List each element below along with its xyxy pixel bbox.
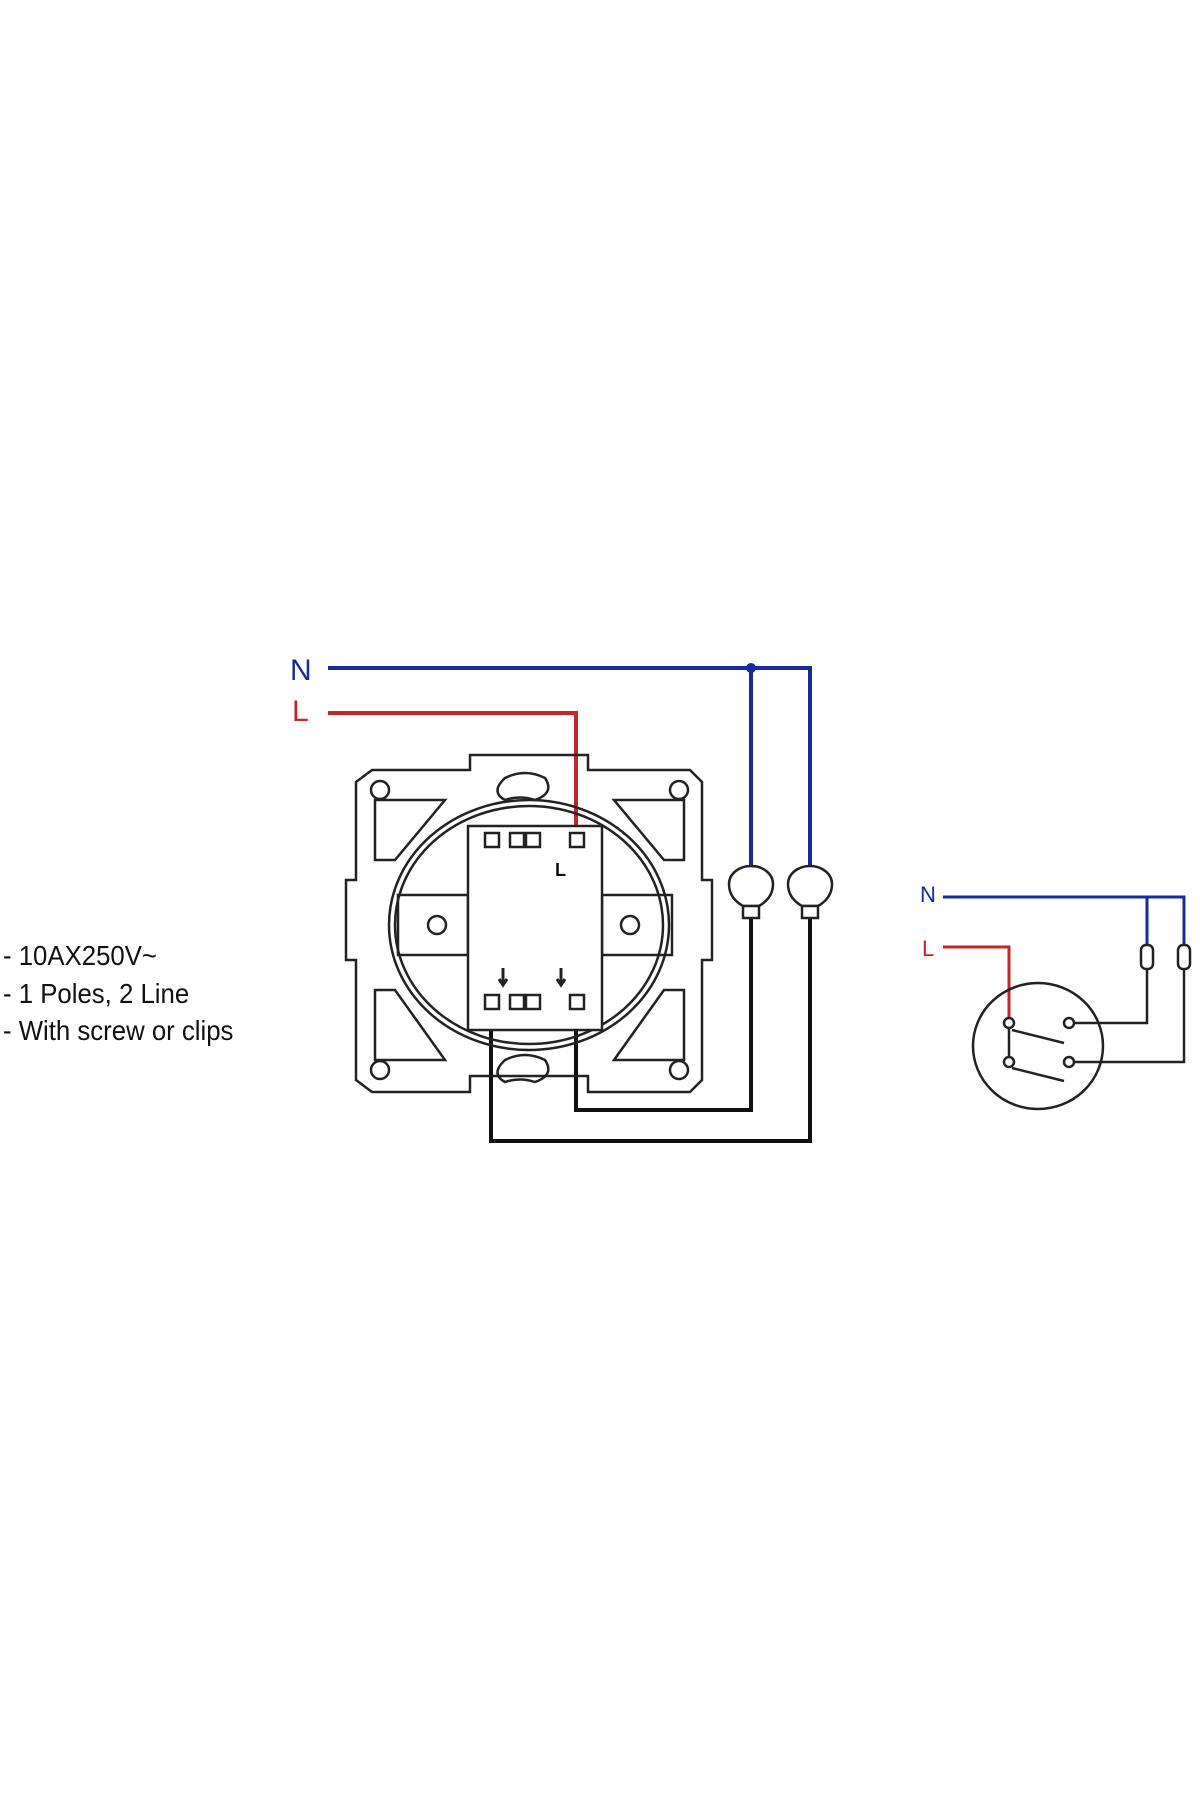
neutral-junction bbox=[746, 663, 756, 673]
claw-screw bbox=[426, 914, 448, 936]
schematic-load-wire-2 bbox=[1074, 969, 1186, 1064]
claw-screw bbox=[619, 914, 641, 936]
claw-left bbox=[396, 893, 470, 957]
schematic-live-wire bbox=[943, 945, 1011, 1018]
live-label: L bbox=[292, 695, 309, 728]
screw-hole bbox=[668, 1059, 690, 1081]
screw-hole bbox=[668, 779, 690, 801]
schematic: N L bbox=[920, 882, 1192, 1111]
screw-hole bbox=[369, 1059, 391, 1081]
contact bbox=[1062, 1055, 1076, 1069]
plate-cutout bbox=[611, 798, 686, 862]
schematic-neutral-wire bbox=[943, 895, 1186, 945]
neutral-label: N bbox=[290, 654, 312, 687]
neutral-wire bbox=[328, 666, 812, 883]
slot bbox=[496, 771, 550, 802]
contact bbox=[1062, 1016, 1076, 1030]
contact bbox=[1002, 1055, 1016, 1069]
plate-cutout bbox=[373, 988, 448, 1062]
arrow-icon bbox=[555, 968, 567, 988]
main-wiring: N L bbox=[290, 654, 812, 1143]
bottom-terminals bbox=[483, 993, 586, 1011]
screw-hole bbox=[369, 779, 391, 801]
schematic-neutral-label: N bbox=[920, 882, 936, 907]
top-terminals bbox=[483, 831, 586, 849]
schematic-live-label: L bbox=[922, 936, 934, 961]
load-wire-1 bbox=[574, 918, 753, 1112]
lamp-symbol bbox=[1176, 943, 1192, 971]
terminal-l-label: L bbox=[555, 860, 566, 880]
lamp-2 bbox=[786, 864, 834, 920]
switch-blade bbox=[1011, 1028, 1065, 1045]
slot bbox=[496, 1053, 550, 1084]
plate-cutout bbox=[611, 988, 686, 1062]
bulb-icon bbox=[786, 864, 834, 908]
ring bbox=[387, 798, 671, 1052]
live-wire bbox=[328, 711, 578, 843]
switch-symbol bbox=[971, 981, 1105, 1111]
contact bbox=[1002, 1016, 1016, 1030]
schematic-load-wire-1 bbox=[1074, 969, 1149, 1025]
spec-poles: - 1 Poles, 2 Line bbox=[3, 978, 190, 1009]
spec-rating: - 10AX250V~ bbox=[3, 940, 157, 971]
arrow-icon bbox=[497, 968, 509, 988]
plate-cutout bbox=[373, 798, 448, 862]
lamp-symbol bbox=[1139, 943, 1155, 971]
lamp-1 bbox=[727, 864, 775, 920]
switch-blade bbox=[1011, 1066, 1065, 1083]
ring bbox=[393, 804, 665, 1046]
mounting-plate bbox=[344, 753, 714, 1094]
bulb-icon bbox=[727, 864, 775, 908]
load-wire-2 bbox=[489, 918, 812, 1143]
spec-mounting: - With screw or clips bbox=[3, 1015, 234, 1046]
switch-mechanism bbox=[344, 753, 714, 1094]
